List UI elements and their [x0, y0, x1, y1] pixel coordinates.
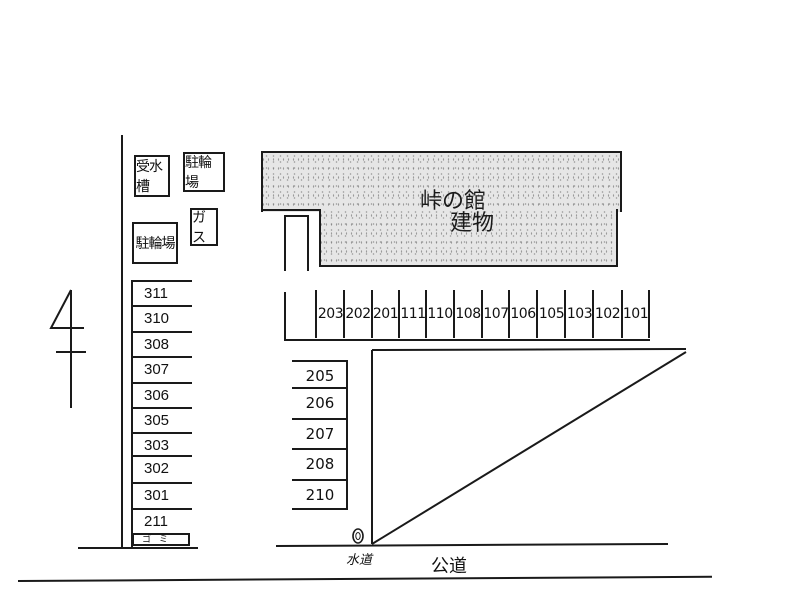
water-meter-icon [352, 528, 364, 544]
parking-slot: 203 [315, 290, 344, 338]
parking-slot: 108 [453, 290, 481, 338]
parking-row-bottom [284, 339, 650, 341]
road-lower-line [17, 575, 712, 582]
parking-slot: 301 [132, 482, 192, 506]
parking-slot: 206 [292, 387, 348, 415]
parking-column-right-edge [346, 360, 348, 510]
parking-slot: 310 [132, 305, 192, 329]
parking-slot: 305 [132, 407, 192, 431]
entrance-outline [284, 215, 309, 271]
parking-row-left-edge [284, 292, 286, 340]
parking-slot: 111 [398, 290, 426, 338]
parking-slot: 211 [132, 508, 192, 532]
building-notch-line [261, 209, 321, 211]
bicycle-parking-label: 駐輪場 [135, 236, 176, 252]
water-tank-label: 受水槽 [136, 159, 163, 195]
parking-slot: 103 [564, 290, 593, 338]
parking-slot: 102 [592, 290, 621, 338]
building-lower [319, 209, 618, 267]
bicycle-parking-box-1: 駐輪場 [183, 152, 225, 192]
parking-slot: 308 [132, 331, 192, 355]
parking-slot: 106 [508, 290, 536, 338]
road-label: 公道 [431, 556, 467, 577]
parking-slot: 303 [132, 432, 192, 456]
parking-slot: 208 [292, 448, 348, 476]
building-notch-vert [319, 209, 321, 267]
building-label: 建物 [450, 211, 495, 236]
parking-slot: 107 [481, 290, 509, 338]
water-tank-box: 受水槽 [134, 155, 170, 197]
parking-slot: 306 [132, 382, 192, 406]
parking-slot: 110 [425, 290, 453, 338]
parking-slot: 207 [292, 418, 348, 446]
parking-slot: 210 [292, 479, 348, 507]
gas-label: ガス [192, 210, 206, 246]
gas-box: ガス [190, 208, 218, 246]
building-main [261, 151, 622, 212]
parking-slot: 202 [343, 290, 371, 338]
parking-slot: 311 [132, 280, 192, 304]
bicycle-parking-label: 駐輪場 [185, 155, 212, 191]
left-parking-line [131, 280, 133, 548]
parking-slot: 302 [132, 455, 192, 479]
parking-slot: 101 [621, 290, 650, 338]
left-boundary-line [121, 135, 123, 548]
parking-slot: 205 [292, 360, 348, 388]
parking-slot: 105 [536, 290, 565, 338]
water-label: 水道 [346, 553, 373, 568]
garbage-label: ゴミ [142, 535, 177, 545]
parking-column-bottom [292, 508, 348, 510]
parking-slot: 307 [132, 356, 192, 380]
parking-slot: 201 [371, 290, 399, 338]
north-arrow-icon [49, 289, 86, 408]
bicycle-parking-box-2: 駐輪場 [132, 222, 178, 264]
left-ground-line [78, 547, 198, 549]
building-name: 峠の館 [420, 189, 487, 214]
triangle-lot [371, 348, 687, 545]
garbage-box: ゴミ [132, 533, 190, 546]
